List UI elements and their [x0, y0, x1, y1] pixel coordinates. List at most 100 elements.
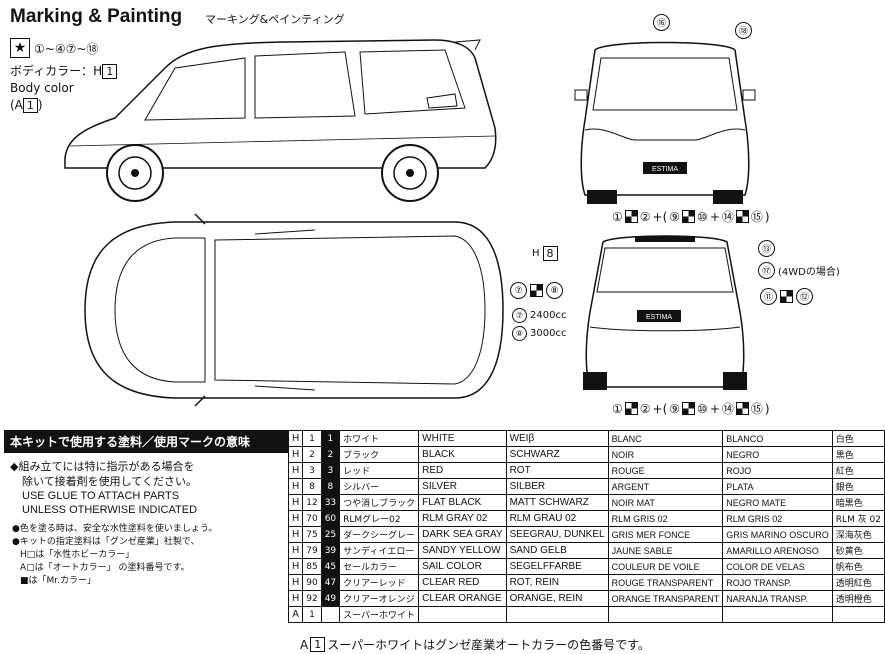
rear-seq-9: ⑨	[669, 401, 681, 416]
mr-color-number-cell: 39	[320, 542, 341, 559]
name-cn-cell: 透明橙色	[831, 590, 885, 607]
name-es-cell: PLATA	[722, 478, 833, 495]
front-seq-plus2: +	[709, 209, 720, 224]
name-de-cell: WEIβ	[505, 430, 609, 447]
paint-type-cell: H	[287, 430, 304, 447]
front-view-drawing: ESTIMA	[565, 30, 765, 205]
front-seq-2: ②	[639, 209, 651, 224]
name-de-cell: SEEGRAU, DUNKEL	[505, 526, 609, 543]
name-de-cell: SCHWARZ	[505, 446, 609, 463]
body-color-alt-prefix: (A	[10, 98, 23, 112]
paint-number-cell: 79	[302, 542, 322, 559]
name-cn-cell: 紅色	[831, 462, 885, 479]
name-fr-cell	[607, 606, 724, 623]
checkered-flag-icon	[780, 290, 793, 303]
rear-seq-close: )	[764, 401, 770, 416]
paint-number-cell: 1	[302, 430, 322, 447]
front-seq-15: ⑮	[750, 210, 763, 224]
footer-prefix: A	[300, 637, 309, 652]
mr-color-number-cell: 25	[320, 526, 341, 543]
name-fr-cell: GRIS MER FONCE	[607, 526, 724, 543]
front-seq-plus1: +(	[652, 209, 668, 224]
note-line-4-en: UNLESS OTHERWISE INDICATED	[22, 504, 198, 516]
name-cn-cell: 暗黒色	[831, 494, 885, 511]
front-callout-16: ⑯	[653, 14, 670, 31]
checkered-flag-icon	[530, 284, 543, 297]
rear-h-label: H	[532, 248, 540, 259]
checkered-flag-icon	[624, 402, 638, 415]
rear-badge-text: ESTIMA	[646, 314, 672, 321]
rear-callout-11: ⑪	[760, 288, 777, 305]
name-cn-cell: 透明紅色	[831, 574, 885, 591]
name-jp-cell: サンディイエロー	[339, 542, 420, 559]
name-es-cell	[722, 606, 833, 623]
page-title: Marking & Painting	[10, 6, 183, 27]
name-fr-cell: NOIR MAT	[607, 494, 724, 511]
name-jp-cell: ホワイト	[339, 430, 420, 447]
checkered-flag-icon	[624, 210, 638, 223]
rear-seq-2: ②	[639, 401, 651, 416]
name-de-cell: SAND GELB	[505, 542, 609, 559]
note-small-4: A□は「オートカラー」 の塗料番号です。	[20, 562, 288, 575]
footer-text: スーパーホワイトはグンゼ産業オートカラーの色番号です。	[327, 638, 650, 652]
side-view-drawing	[55, 28, 505, 208]
paint-number-cell: 90	[302, 574, 322, 591]
rear-callout-7: ⑦	[510, 282, 527, 299]
name-fr-cell: BLANC	[607, 430, 724, 447]
name-fr-cell: JAUNE SABLE	[607, 542, 724, 559]
name-es-cell: COLOR DE VELAS	[722, 558, 833, 575]
note-small-6: の塗料番号です。	[118, 563, 190, 573]
name-jp-cell: スーパーホワイト	[339, 606, 420, 623]
rear-callout-12: ⑫	[796, 288, 813, 305]
mr-color-number-cell: 45	[320, 558, 341, 575]
rear-seq-1: ①	[612, 401, 623, 416]
name-jp-cell: シルバー	[339, 478, 420, 495]
name-en-cell: BLACK	[418, 446, 507, 463]
front-seq-close: )	[764, 209, 770, 224]
name-en-cell	[418, 606, 507, 623]
page-subtitle: マーキング&ペインティング	[205, 13, 345, 26]
body-color-en: Body color	[10, 81, 74, 95]
mr-color-number-cell: 60	[320, 510, 341, 527]
footer-code: 1	[310, 637, 326, 652]
mr-color-number-cell: 8	[320, 478, 341, 495]
name-fr-cell: ROUGE	[607, 462, 724, 479]
name-jp-cell: セールカラー	[339, 558, 420, 575]
rear-marking-sequence: ① ② +( ⑨ ⑩ + ⑭ ⑮ )	[612, 400, 770, 417]
checkered-flag-icon	[682, 402, 696, 415]
rear-seq-10: ⑩	[697, 401, 708, 416]
mr-color-number-cell: 2	[320, 446, 341, 463]
paint-type-cell: A	[287, 606, 304, 623]
name-fr-cell: ORANGE TRANSPARENT	[607, 590, 724, 607]
rear-cc-8-label: ⑧	[512, 326, 527, 341]
name-es-cell: BLANCO	[722, 430, 833, 447]
paint-type-cell: H	[287, 446, 304, 463]
rear-view-drawing: ESTIMA	[575, 232, 755, 397]
paint-type-cell: H	[287, 574, 304, 591]
name-es-cell: GRIS MARINO OSCURO	[722, 526, 833, 543]
name-cn-cell: RLM 灰 02	[831, 510, 885, 527]
rear-callout-17-note: (4WDの場合)	[778, 267, 840, 278]
front-marking-sequence: ① ② +( ⑨ ⑩ + ⑭ ⑮ )	[612, 208, 770, 225]
name-es-cell: AMARILLO ARENOSO	[722, 542, 833, 559]
name-fr-cell: ROUGE TRANSPARENT	[607, 574, 724, 591]
paint-number-cell: 12	[302, 494, 322, 511]
name-en-cell: RED	[418, 462, 507, 479]
paint-number-cell: 75	[302, 526, 322, 543]
note-small-4-text: A□は「オートカラー」	[20, 563, 116, 573]
paint-number-cell: 1	[302, 606, 322, 623]
note-small-3: H□は「水性ホビーカラー」	[20, 550, 135, 560]
note-line-1: ◆組み立てには特に指示がある場合を	[10, 460, 195, 473]
